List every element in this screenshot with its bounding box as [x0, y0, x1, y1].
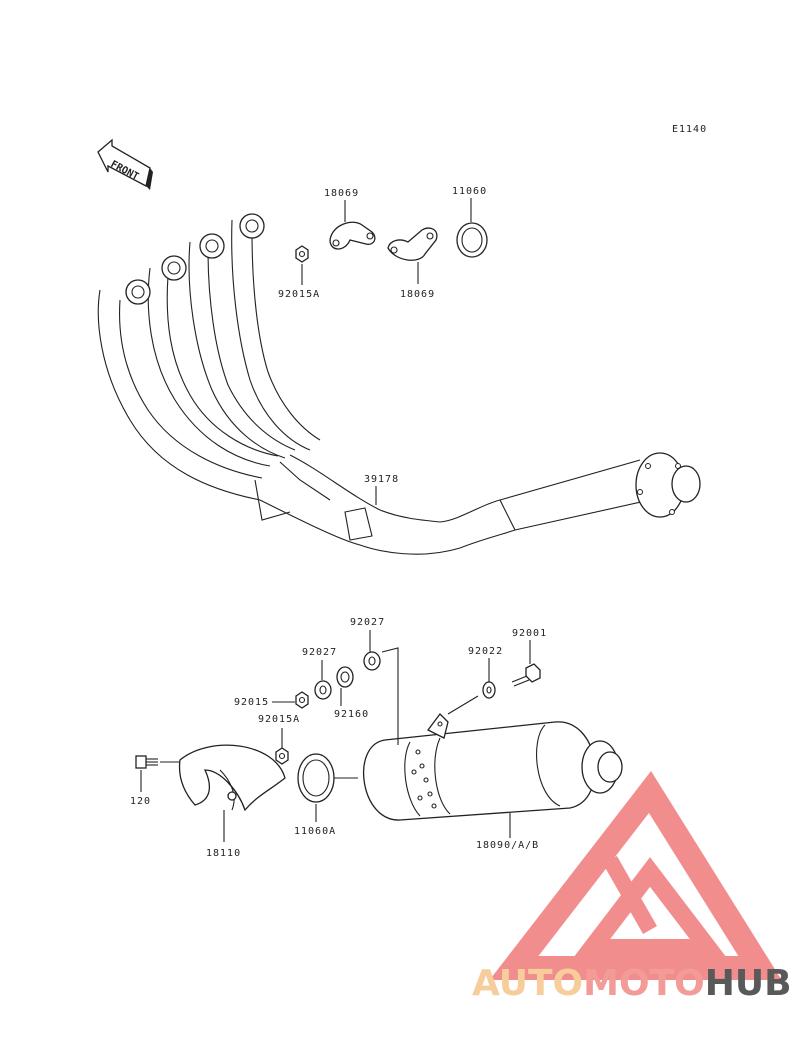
label-92001: 92001	[512, 628, 547, 639]
grommet-92160	[336, 666, 354, 688]
washer-92027-b	[363, 651, 381, 671]
washer-92027-a	[314, 680, 332, 700]
label-92015A-bottom: 92015A	[258, 714, 300, 725]
label-18110: 18110	[206, 848, 241, 859]
label-92015: 92015	[234, 697, 269, 708]
svg-text:AUTOMOTOHUB: AUTOMOTOHUB	[472, 963, 792, 1004]
logo-moto-text: MOTO	[583, 963, 705, 1004]
nut-92015A-bottom	[275, 747, 289, 765]
nut-92015A-top	[295, 245, 309, 263]
label-120: 120	[130, 796, 151, 807]
bolt-92001	[511, 663, 541, 687]
washer-92022	[482, 681, 496, 699]
front-arrow-icon: FRONT	[97, 138, 153, 190]
gasket-11060A	[297, 753, 335, 803]
gasket-11060	[456, 222, 488, 258]
label-18090: 18090/A/B	[476, 840, 539, 851]
label-18069-top: 18069	[324, 188, 359, 199]
heat-shield-18110	[178, 744, 286, 812]
automotohub-logo: AUTOMOTOHUB	[472, 771, 792, 1004]
label-92027-a: 92027	[302, 647, 337, 658]
triangle-logo-icon	[489, 771, 782, 980]
logo-hub-text: HUB	[705, 963, 792, 1004]
label-18069-bottom: 18069	[400, 289, 435, 300]
label-92015A-top: 92015A	[278, 289, 320, 300]
nut-92015	[295, 691, 309, 709]
logo-auto-text: AUTO	[472, 963, 583, 1004]
label-11060A: 11060A	[294, 826, 336, 837]
label-39178: 39178	[364, 474, 399, 485]
label-11060: 11060	[452, 186, 487, 197]
exhaust-header-39178	[97, 213, 701, 555]
label-92027-b: 92027	[350, 617, 385, 628]
flange-18069-top	[329, 221, 376, 250]
diagram-code: E1140	[672, 124, 707, 135]
flange-18069-bottom	[387, 227, 438, 261]
label-92022: 92022	[468, 646, 503, 657]
label-92160: 92160	[334, 709, 369, 720]
bolt-120	[135, 755, 158, 769]
muffler-18090	[363, 713, 623, 821]
